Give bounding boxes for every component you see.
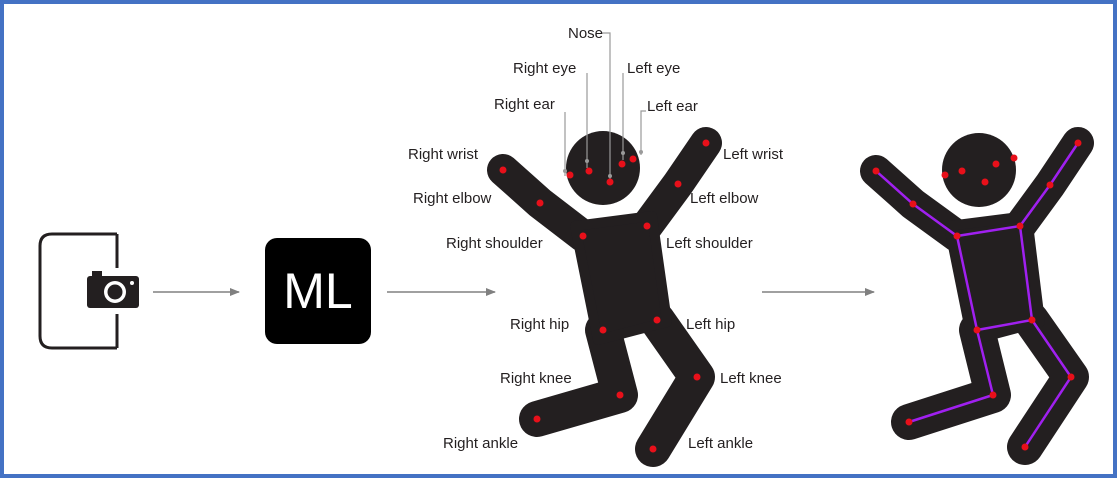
keypoint [500, 167, 507, 174]
label-right-knee: Right knee [500, 370, 572, 387]
label-right-ankle: Right ankle [443, 435, 518, 452]
phone-camera-icon [40, 234, 139, 348]
label-left-shoulder: Left shoulder [666, 235, 753, 252]
keypoint [644, 223, 651, 230]
keypoint [607, 179, 614, 186]
keypoint [600, 327, 607, 334]
keypoint [1068, 374, 1075, 381]
keypoint [1075, 140, 1082, 147]
keypoint [567, 172, 574, 179]
label-left-ear: Left ear [647, 98, 698, 115]
label-right-shoulder: Right shoulder [446, 235, 543, 252]
keypoint [1047, 182, 1054, 189]
label-nose: Nose [568, 25, 603, 42]
keypoint [974, 327, 981, 334]
keypoint [617, 392, 624, 399]
keypoint [1011, 155, 1018, 162]
label-left-hip: Left hip [686, 316, 735, 333]
skeleton-head [942, 133, 1016, 207]
label-right-wrist: Right wrist [408, 146, 479, 163]
label-left-elbow: Left elbow [690, 190, 759, 207]
keypoint [1022, 444, 1029, 451]
keypoint [982, 179, 989, 186]
keypoint [993, 161, 1000, 168]
keypoint [873, 168, 880, 175]
keypoint [586, 168, 593, 175]
keypoint [942, 172, 949, 179]
label-right-hip: Right hip [510, 316, 569, 333]
keypoint [910, 201, 917, 208]
skeleton-figure [873, 133, 1082, 451]
ml-model-icon: ML [265, 238, 371, 344]
ml-label: ML [283, 263, 352, 319]
keypoint [534, 416, 541, 423]
labeled-figure: Nose Right eye Left eye Right ear Left e… [408, 25, 784, 453]
keypoint [703, 140, 710, 147]
label-right-eye: Right eye [513, 60, 576, 77]
label-left-knee: Left knee [720, 370, 782, 387]
keypoint [990, 392, 997, 399]
keypoint [619, 161, 626, 168]
label-right-ear: Right ear [494, 96, 555, 113]
keypoint [630, 156, 637, 163]
keypoint [906, 419, 913, 426]
keypoint [1017, 223, 1024, 230]
keypoint [694, 374, 701, 381]
label-right-elbow: Right elbow [413, 190, 492, 207]
keypoint [675, 181, 682, 188]
label-left-eye: Left eye [627, 60, 680, 77]
keypoint [959, 168, 966, 175]
keypoint [954, 233, 961, 240]
label-left-ankle: Left ankle [688, 435, 753, 452]
keypoint [580, 233, 587, 240]
keypoint [537, 200, 544, 207]
figure-head [566, 131, 640, 205]
keypoint [654, 317, 661, 324]
keypoint [1029, 317, 1036, 324]
keypoint [650, 446, 657, 453]
label-left-wrist: Left wrist [723, 146, 784, 163]
